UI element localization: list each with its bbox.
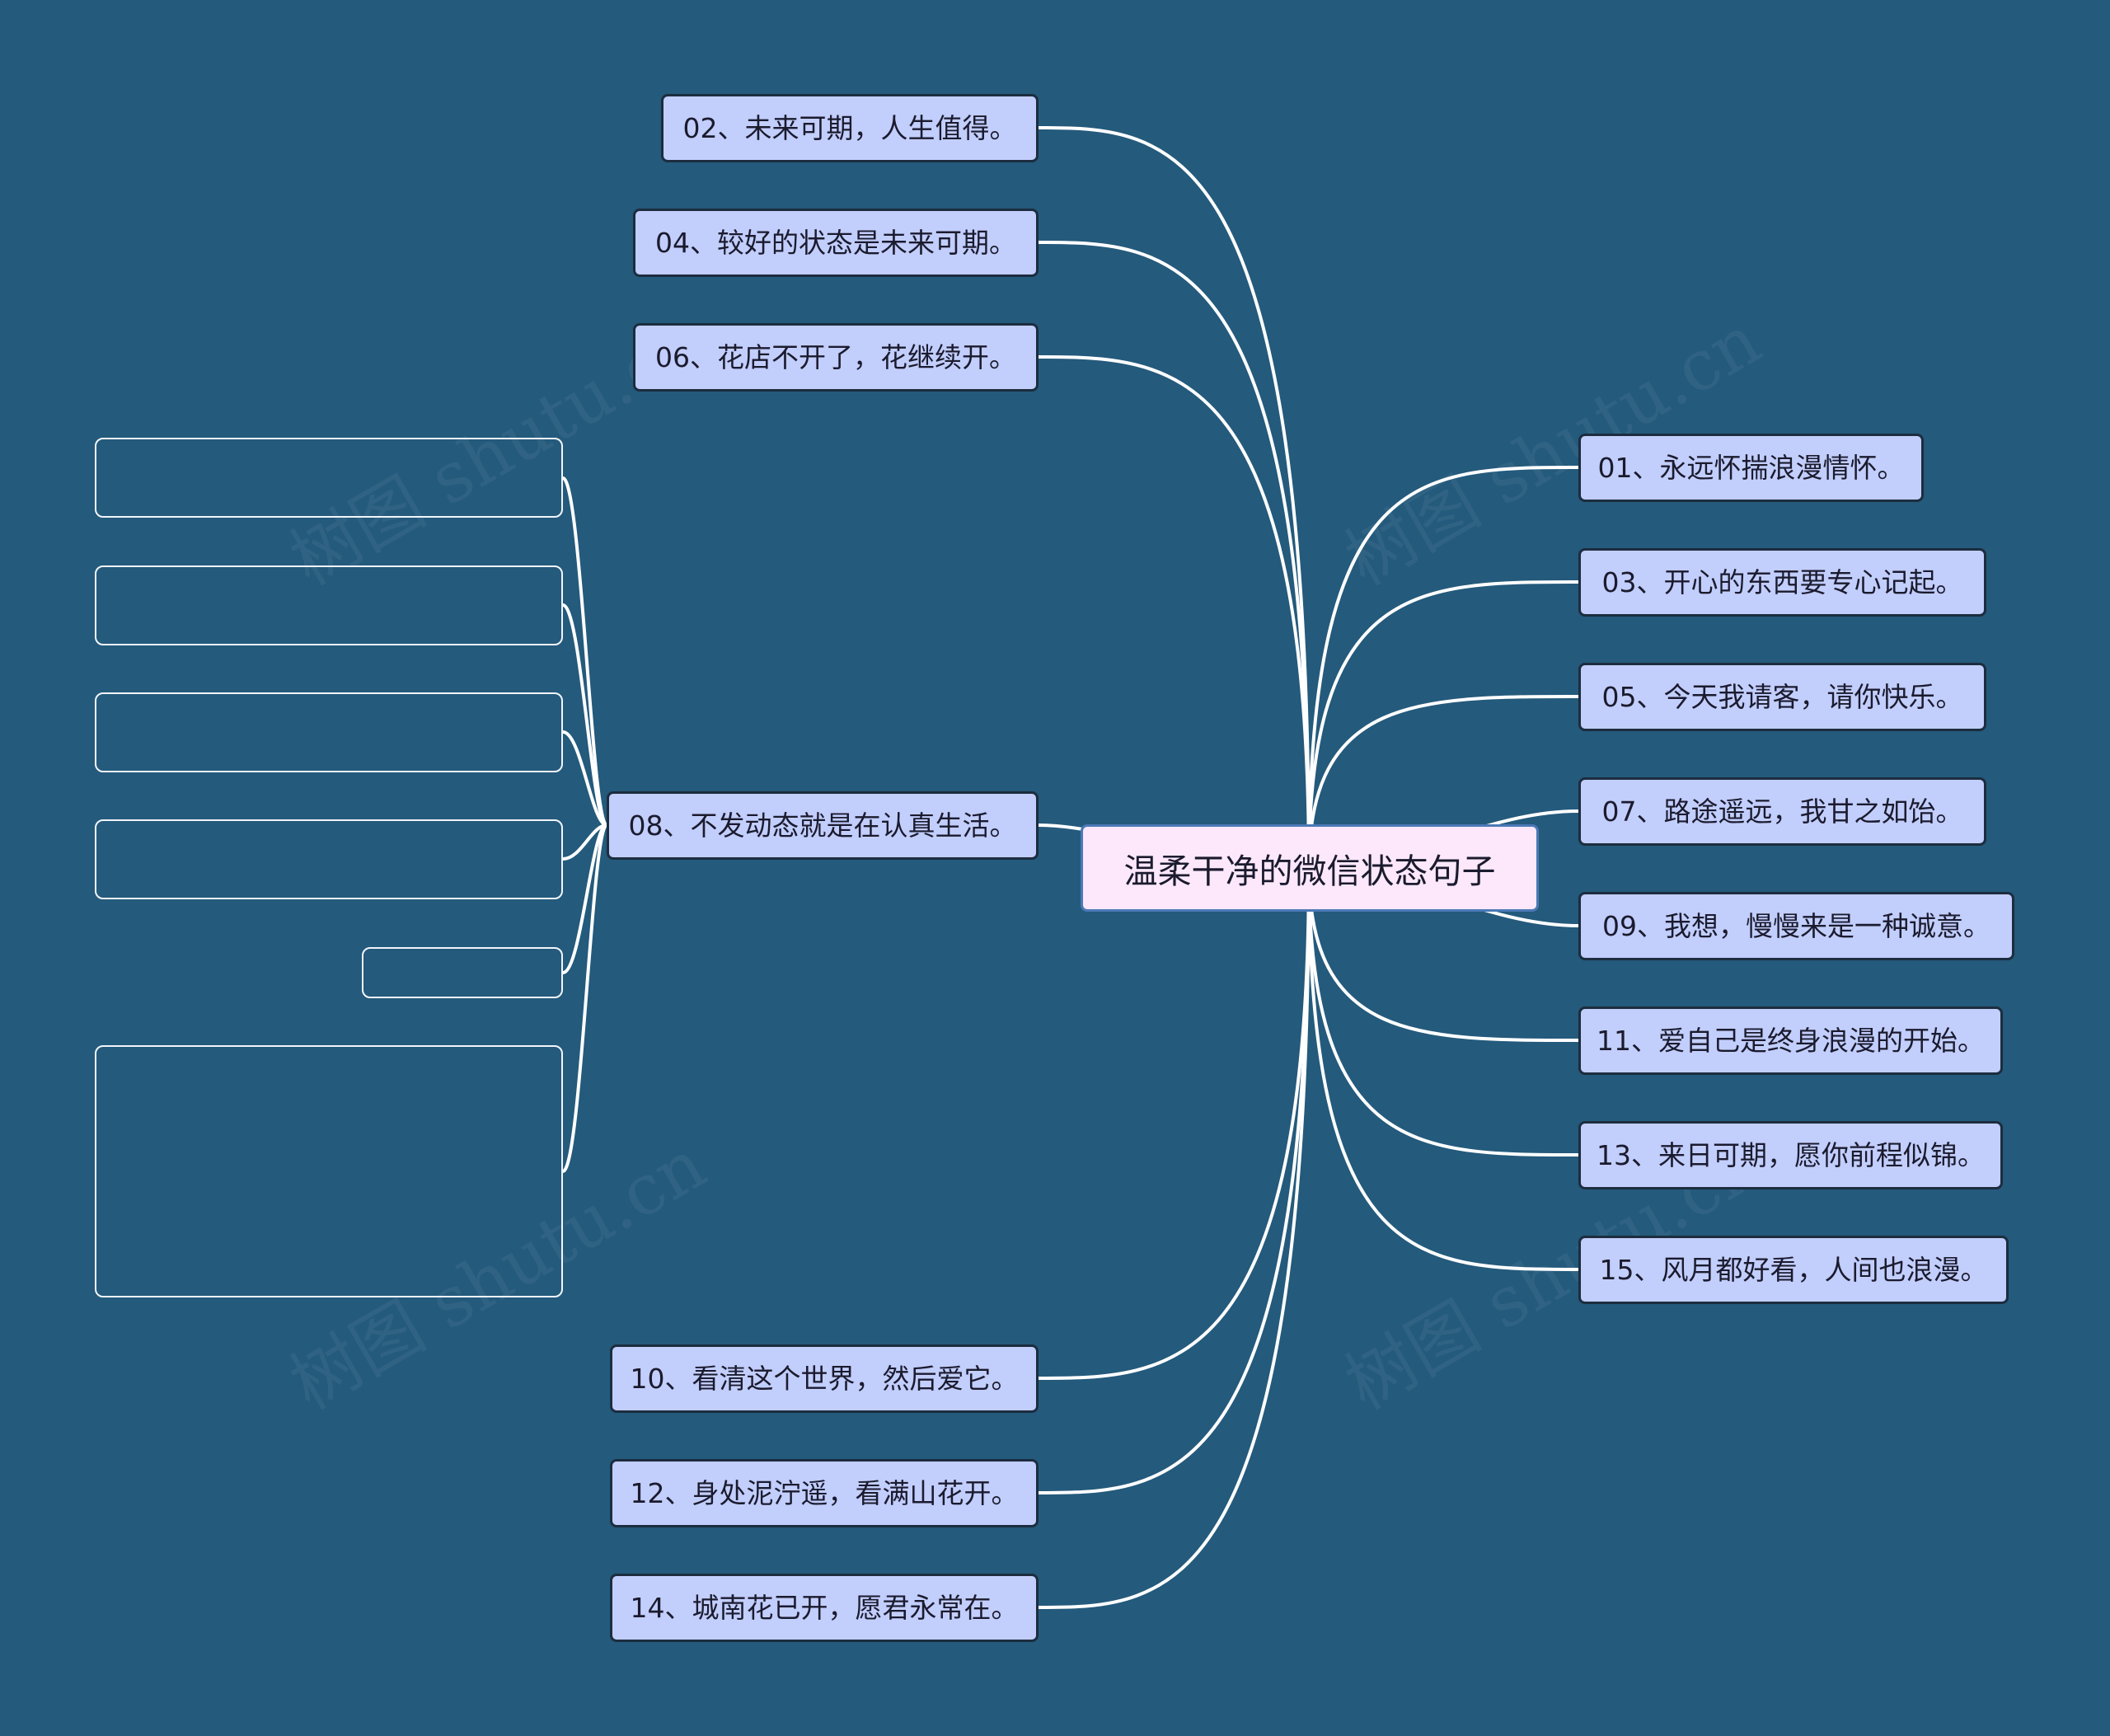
empty-subtopic[interactable] [95,565,563,645]
topic-13[interactable]: 13、来日可期，愿你前程似锦。 [1578,1121,2003,1189]
empty-subtopic[interactable] [95,438,563,518]
empty-subtopic[interactable] [95,819,563,899]
connector-line [1037,241,1311,870]
topic-08[interactable]: 08、不发动态就是在认真生活。 [607,791,1039,860]
connector-line [1037,866,1311,1609]
connector-line [1307,866,1580,1157]
connector-line [1307,866,1580,1271]
connector-line [1307,695,1580,870]
connector-line [561,823,608,1173]
topic-02[interactable]: 02、未来可期，人生值得。 [661,94,1039,162]
connector-line [1037,126,1311,870]
topic-01[interactable]: 01、永远怀揣浪漫情怀。 [1578,434,1924,502]
topic-10[interactable]: 10、看清这个世界，然后爱它。 [610,1344,1039,1413]
connector-line [1307,466,1580,870]
connector-line [561,823,608,861]
empty-subtopic[interactable] [95,692,563,772]
topic-03[interactable]: 03、开心的东西要专心记起。 [1578,548,1986,617]
connector-line [561,823,608,974]
empty-subtopic[interactable] [362,947,563,998]
connector-line [1307,866,1580,1042]
connector-line [1037,355,1311,870]
topic-09[interactable]: 09、我想，慢慢来是一种诚意。 [1578,892,2014,960]
connector-line [1037,866,1311,1494]
empty-subtopic[interactable] [95,1045,563,1297]
connector-line [1307,580,1580,870]
topic-11[interactable]: 11、爱自己是终身浪漫的开始。 [1578,1006,2003,1075]
connector-line [1037,866,1311,1380]
connector-line [561,730,608,827]
topic-14[interactable]: 14、城南花已开，愿君永常在。 [610,1574,1039,1642]
connector-line [561,603,608,827]
topic-07[interactable]: 07、路途遥远，我甘之如饴。 [1578,777,1986,846]
topic-05[interactable]: 05、今天我请客，请你快乐。 [1578,663,1986,731]
topic-15[interactable]: 15、风月都好看，人间也浪漫。 [1578,1236,2009,1304]
topic-06[interactable]: 06、花店不开了，花继续开。 [633,323,1039,392]
root-topic[interactable]: 温柔干净的微信状态句子 [1081,824,1539,912]
topic-04[interactable]: 04、较好的状态是未来可期。 [633,209,1039,277]
topic-12[interactable]: 12、身处泥泞遥，看满山花开。 [610,1459,1039,1527]
